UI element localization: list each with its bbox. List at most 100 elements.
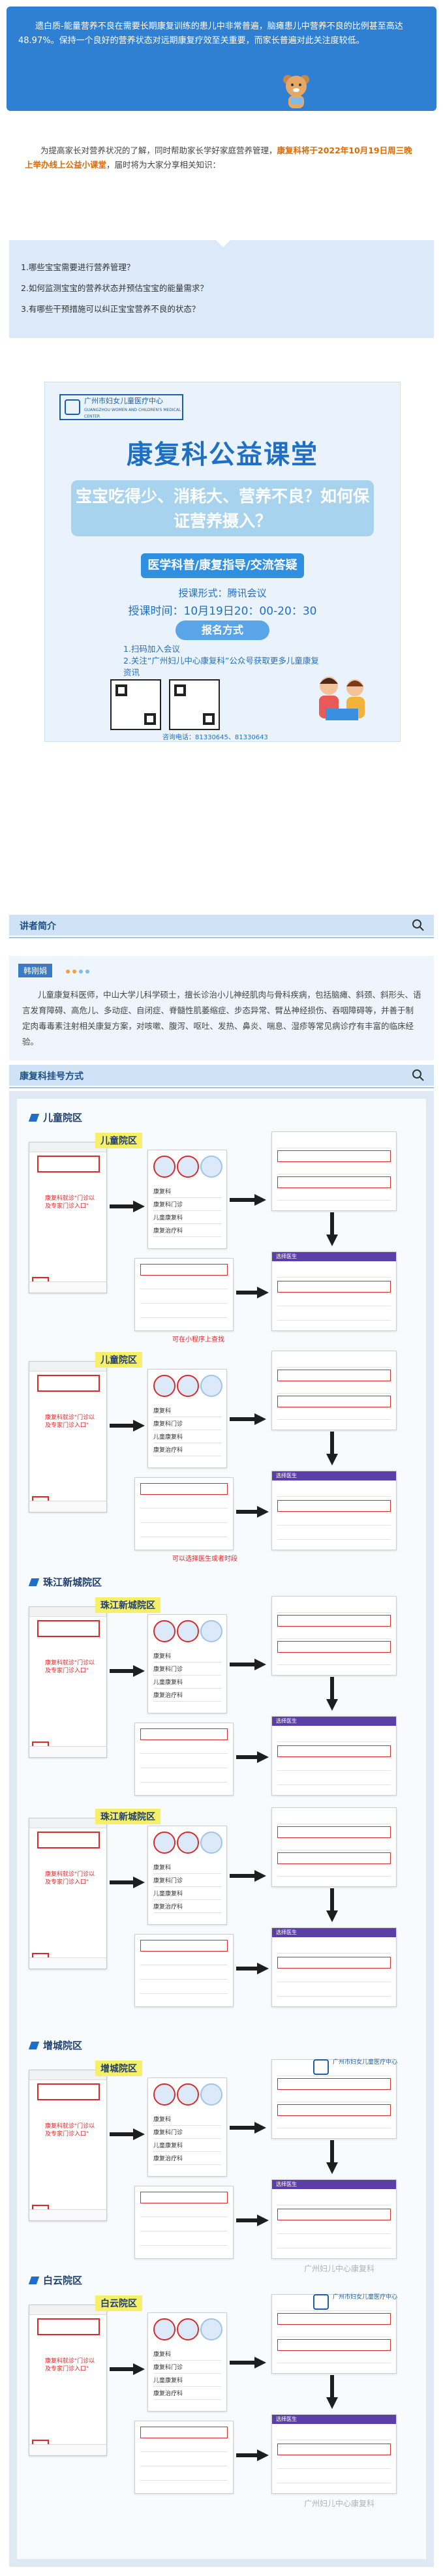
list-item[interactable]: [277, 1942, 391, 1954]
wechat-qr-code[interactable]: [169, 679, 220, 730]
list-item-selected[interactable]: [140, 2192, 228, 2203]
department-row[interactable]: 康复科: [153, 2115, 221, 2126]
list-item[interactable]: [277, 1409, 391, 1420]
department-row[interactable]: 康复治疗科: [153, 1226, 221, 1237]
list-item-selected[interactable]: [140, 1940, 228, 1952]
avatar-icon[interactable]: [177, 1832, 199, 1854]
avatar-icon[interactable]: [153, 1620, 176, 1642]
list-item[interactable]: [277, 2458, 391, 2469]
list-item-selected[interactable]: [140, 2427, 228, 2438]
list-item[interactable]: [277, 1865, 391, 1877]
list-item-selected[interactable]: [277, 2339, 391, 2351]
avatar-icon[interactable]: [200, 1620, 222, 1642]
department-row[interactable]: 康复科门诊: [153, 1200, 221, 1211]
department-row[interactable]: 康复科: [153, 1651, 221, 1663]
list-item-selected[interactable]: [277, 1615, 391, 1627]
list-item[interactable]: [277, 1774, 391, 1785]
list-item[interactable]: [277, 2091, 391, 2102]
list-item[interactable]: [277, 1137, 391, 1148]
list-item-selected[interactable]: [140, 1483, 228, 1495]
department-row[interactable]: 康复治疗科: [153, 1691, 221, 1702]
list-item-selected[interactable]: [140, 1728, 228, 1740]
list-item[interactable]: [140, 1497, 228, 1509]
list-item-selected[interactable]: [140, 1264, 228, 1276]
list-item-selected[interactable]: [277, 1176, 391, 1188]
list-item[interactable]: [277, 2223, 391, 2234]
list-item[interactable]: [277, 1514, 391, 1526]
list-item-selected[interactable]: [277, 1745, 391, 1757]
list-item[interactable]: [277, 2194, 391, 2205]
list-item[interactable]: [277, 1654, 391, 1665]
list-item[interactable]: [140, 1771, 228, 1783]
list-item[interactable]: [140, 1307, 228, 1318]
list-item[interactable]: [277, 1839, 391, 1850]
list-item[interactable]: [277, 2429, 391, 2440]
department-row[interactable]: 康复科: [153, 1406, 221, 1417]
list-item[interactable]: [277, 1357, 391, 1368]
list-item[interactable]: [140, 1512, 228, 1523]
list-item-selected[interactable]: [277, 1641, 391, 1653]
list-item[interactable]: [277, 1813, 391, 1824]
department-row[interactable]: 儿童康复科: [153, 1678, 221, 1689]
list-item-selected[interactable]: [277, 2104, 391, 2116]
department-row[interactable]: 儿童康复科: [153, 1432, 221, 1443]
list-item[interactable]: [277, 1310, 391, 1321]
department-row[interactable]: 康复科门诊: [153, 1876, 221, 1887]
list-item[interactable]: [277, 2352, 391, 2363]
department-row[interactable]: 康复科: [153, 1863, 221, 1874]
avatar-icon[interactable]: [153, 1156, 176, 1178]
avatar-icon[interactable]: [200, 2318, 222, 2340]
avatar-icon[interactable]: [200, 1375, 222, 1397]
list-item[interactable]: [140, 1983, 228, 1994]
department-row[interactable]: 康复科门诊: [153, 1664, 221, 1676]
list-item[interactable]: [277, 1731, 391, 1742]
department-row[interactable]: 康复治疗科: [153, 1445, 221, 1456]
list-item[interactable]: [140, 1969, 228, 1980]
list-item[interactable]: [140, 1278, 228, 1289]
list-item[interactable]: [140, 2470, 228, 2481]
list-item[interactable]: [277, 1760, 391, 1771]
search-icon[interactable]: [412, 919, 425, 932]
list-item[interactable]: [277, 2237, 391, 2248]
list-item[interactable]: [277, 2065, 391, 2076]
list-item[interactable]: [277, 1163, 391, 1174]
list-item[interactable]: [277, 1486, 391, 1497]
department-row[interactable]: 康复科: [153, 2350, 221, 2361]
list-item-selected[interactable]: [277, 2444, 391, 2455]
avatar-icon[interactable]: [153, 1832, 176, 1854]
list-item[interactable]: [140, 1526, 228, 1537]
department-row[interactable]: 儿童康复科: [153, 2141, 221, 2152]
department-row[interactable]: 康复治疗科: [153, 2389, 221, 2400]
avatar-icon[interactable]: [200, 2083, 222, 2106]
list-item[interactable]: [277, 2300, 391, 2311]
department-row[interactable]: 康复科门诊: [153, 1419, 221, 1430]
list-item[interactable]: [277, 1986, 391, 1997]
list-item[interactable]: [140, 2235, 228, 2246]
list-item[interactable]: [277, 2326, 391, 2337]
list-item[interactable]: [277, 1295, 391, 1306]
list-item[interactable]: [277, 1628, 391, 1639]
list-item[interactable]: [277, 1602, 391, 1613]
search-icon[interactable]: [412, 1069, 425, 1082]
list-item[interactable]: [140, 2441, 228, 2452]
list-item-selected[interactable]: [277, 1150, 391, 1162]
department-row[interactable]: 儿童康复科: [153, 1889, 221, 1900]
list-item[interactable]: [140, 1757, 228, 1768]
list-item-selected[interactable]: [277, 2078, 391, 2090]
avatar-icon[interactable]: [200, 1832, 222, 1854]
avatar-icon[interactable]: [153, 1375, 176, 1397]
list-item[interactable]: [140, 1954, 228, 1965]
avatar-icon[interactable]: [177, 1620, 199, 1642]
list-item-selected[interactable]: [277, 1281, 391, 1293]
department-row[interactable]: 儿童康复科: [153, 2376, 221, 2387]
avatar-icon[interactable]: [177, 2083, 199, 2106]
avatar-icon[interactable]: [177, 1156, 199, 1178]
list-item[interactable]: [277, 1529, 391, 1540]
department-row[interactable]: 康复科门诊: [153, 2363, 221, 2374]
department-row[interactable]: 康复科门诊: [153, 2128, 221, 2139]
list-item-selected[interactable]: [277, 2209, 391, 2220]
list-item[interactable]: [277, 1383, 391, 1394]
avatar-icon[interactable]: [153, 2318, 176, 2340]
list-item[interactable]: [277, 1189, 391, 1201]
department-row[interactable]: 康复治疗科: [153, 2154, 221, 2165]
